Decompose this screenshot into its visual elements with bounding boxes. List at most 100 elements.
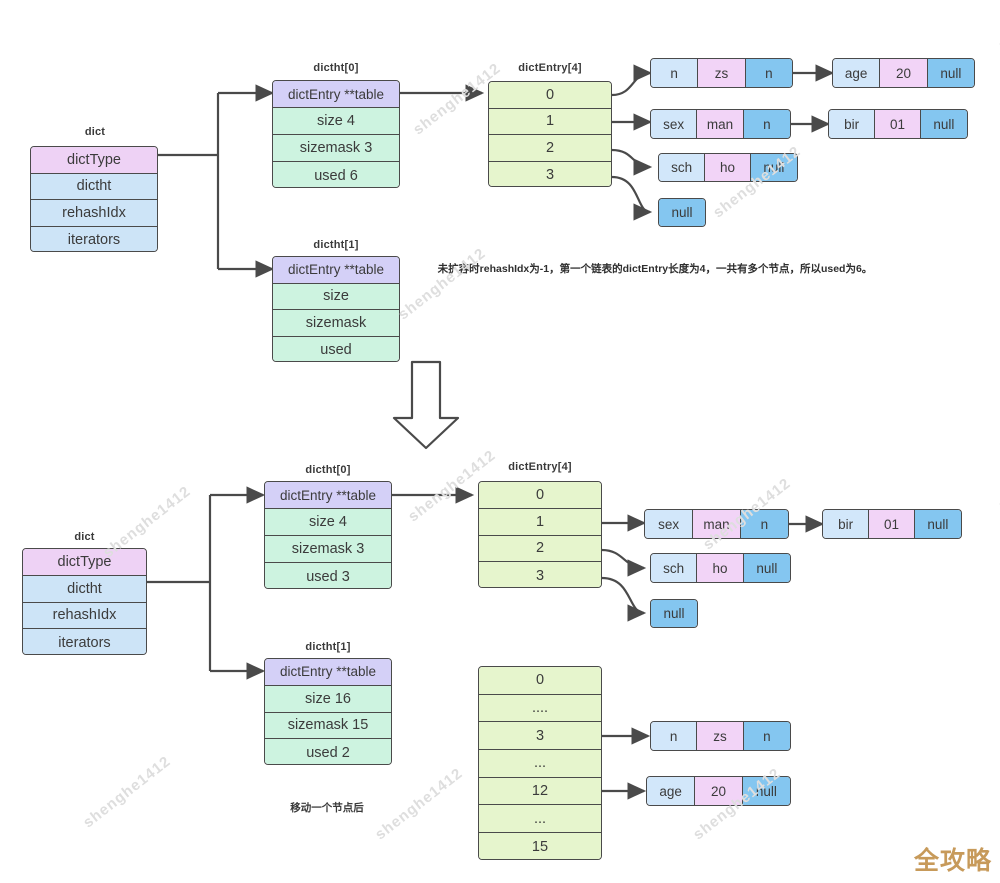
entry-node-null: null [650, 599, 698, 628]
ht0-used: used 3 [265, 563, 391, 588]
entry-node: sch ho null [658, 153, 798, 182]
bucket-slot: 1 [479, 508, 601, 536]
entry-value: 01 [869, 510, 915, 538]
transition-arrow [392, 360, 460, 450]
entry-value: 01 [875, 110, 921, 138]
watermark: shenghe1412 [995, 0, 1000, 54]
entry-key: sch [651, 554, 698, 582]
watermark: shenghe1412 [395, 244, 490, 324]
dict-field-dicttype: dictType [31, 147, 157, 174]
ht0-size: size 4 [265, 509, 391, 536]
bucket-slot: ... [479, 750, 601, 778]
dict-field-dictht: dictht [23, 575, 146, 603]
entry-next: null [927, 59, 974, 87]
entry-key: age [647, 777, 696, 805]
entry-value: ho [705, 154, 751, 181]
top-ht1-struct: dictEntry **table size sizemask used [272, 256, 400, 362]
entry-key: age [833, 59, 881, 87]
entry-key: sex [651, 110, 698, 138]
top-ht0-struct: dictEntry **table size 4 sizemask 3 used… [272, 80, 400, 188]
bucket-slot: 3 [489, 161, 611, 186]
entry-next: null [659, 199, 705, 226]
entry-node: sex man n [644, 509, 789, 539]
ht0-table-pointer: dictEntry **table [273, 81, 399, 108]
dict-field-dictht: dictht [31, 173, 157, 200]
top-ht0-caption: dictht[0] [313, 62, 359, 74]
entry-value: man [697, 110, 744, 138]
watermark: shenghe1412 [995, 434, 1000, 514]
entry-next: null [750, 154, 797, 181]
bucket-slot: 15 [479, 833, 601, 859]
dict-field-rehashidx: rehashIdx [31, 200, 157, 227]
entry-value: zs [697, 722, 744, 750]
ht1-sizemask: sizemask 15 [265, 712, 391, 740]
entry-node: age 20 null [646, 776, 791, 806]
dict-field-dicttype: dictType [23, 549, 146, 576]
ht0-sizemask: sizemask 3 [265, 536, 391, 563]
bottom-dict-caption: dict [74, 531, 95, 543]
bucket-slot: ... [479, 805, 601, 834]
entry-key: bir [823, 510, 870, 538]
bottom-ht1-struct: dictEntry **table size 16 sizemask 15 us… [264, 658, 392, 765]
entry-next: n [740, 510, 788, 538]
ht1-table-pointer: dictEntry **table [265, 659, 391, 686]
dict-field-rehashidx: rehashIdx [23, 602, 146, 630]
entry-node: bir 01 null [828, 109, 968, 139]
bottom-table0-caption: dictEntry[4] [508, 461, 572, 473]
top-table-caption: dictEntry[4] [518, 62, 582, 74]
bucket-slot: 3 [479, 562, 601, 587]
bottom-dict-struct: dictType dictht rehashIdx iterators [22, 548, 147, 655]
ht1-used: used 2 [265, 739, 391, 764]
bucket-slot: 0 [479, 667, 601, 695]
top-bucket-table: 0 1 2 3 [488, 81, 612, 187]
entry-node: sex man n [650, 109, 791, 139]
brand-logo: 全攻略 [913, 846, 992, 875]
bucket-slot: 1 [489, 108, 611, 135]
bottom-bucket-table-ht1: 0 .... 3 ... 12 ... 15 [478, 666, 602, 860]
entry-key: n [651, 59, 699, 87]
bucket-slot: 2 [479, 535, 601, 563]
watermark: shenghe1412 [100, 482, 195, 562]
entry-node-null: null [658, 198, 706, 227]
bottom-ht0-caption: dictht[0] [305, 464, 351, 476]
ht0-table-pointer: dictEntry **table [265, 482, 391, 509]
watermark: shenghe1412 [80, 752, 175, 832]
entry-node: sch ho null [650, 553, 791, 583]
top-ht1-caption: dictht[1] [313, 239, 359, 251]
dict-field-iterators: iterators [23, 629, 146, 654]
entry-value: ho [697, 554, 744, 582]
entry-next: n [743, 110, 790, 138]
entry-node: n zs n [650, 721, 791, 751]
ht1-used: used [273, 336, 399, 361]
entry-value: 20 [880, 59, 928, 87]
entry-next: null [743, 554, 790, 582]
bucket-slot: .... [479, 694, 601, 723]
ht1-size: size [273, 283, 399, 310]
ht0-used: used 6 [273, 162, 399, 187]
entry-node: bir 01 null [822, 509, 962, 539]
bucket-slot: 2 [489, 135, 611, 162]
top-note: 未扩容时rehashIdx为-1，第一个链表的dictEntry长度为4，一共有… [437, 263, 873, 275]
ht0-sizemask: sizemask 3 [273, 135, 399, 162]
bucket-slot: 0 [479, 482, 601, 509]
ht0-size: size 4 [273, 108, 399, 135]
ht1-size: size 16 [265, 685, 391, 713]
entry-next: null [651, 600, 697, 627]
bottom-ht0-struct: dictEntry **table size 4 sizemask 3 used… [264, 481, 392, 589]
entry-next: null [742, 777, 790, 805]
entry-key: n [651, 722, 698, 750]
ht1-sizemask: sizemask [273, 310, 399, 337]
entry-value: man [693, 510, 741, 538]
bucket-slot: 12 [479, 777, 601, 806]
entry-value: 20 [695, 777, 743, 805]
entry-key: sch [659, 154, 706, 181]
bucket-slot: 3 [479, 722, 601, 751]
dict-field-iterators: iterators [31, 226, 157, 251]
entry-key: bir [829, 110, 876, 138]
top-dict-struct: dictType dictht rehashIdx iterators [30, 146, 158, 252]
entry-next: n [743, 722, 790, 750]
entry-node: n zs n [650, 58, 793, 88]
entry-next: null [914, 510, 961, 538]
entry-next: null [920, 110, 967, 138]
